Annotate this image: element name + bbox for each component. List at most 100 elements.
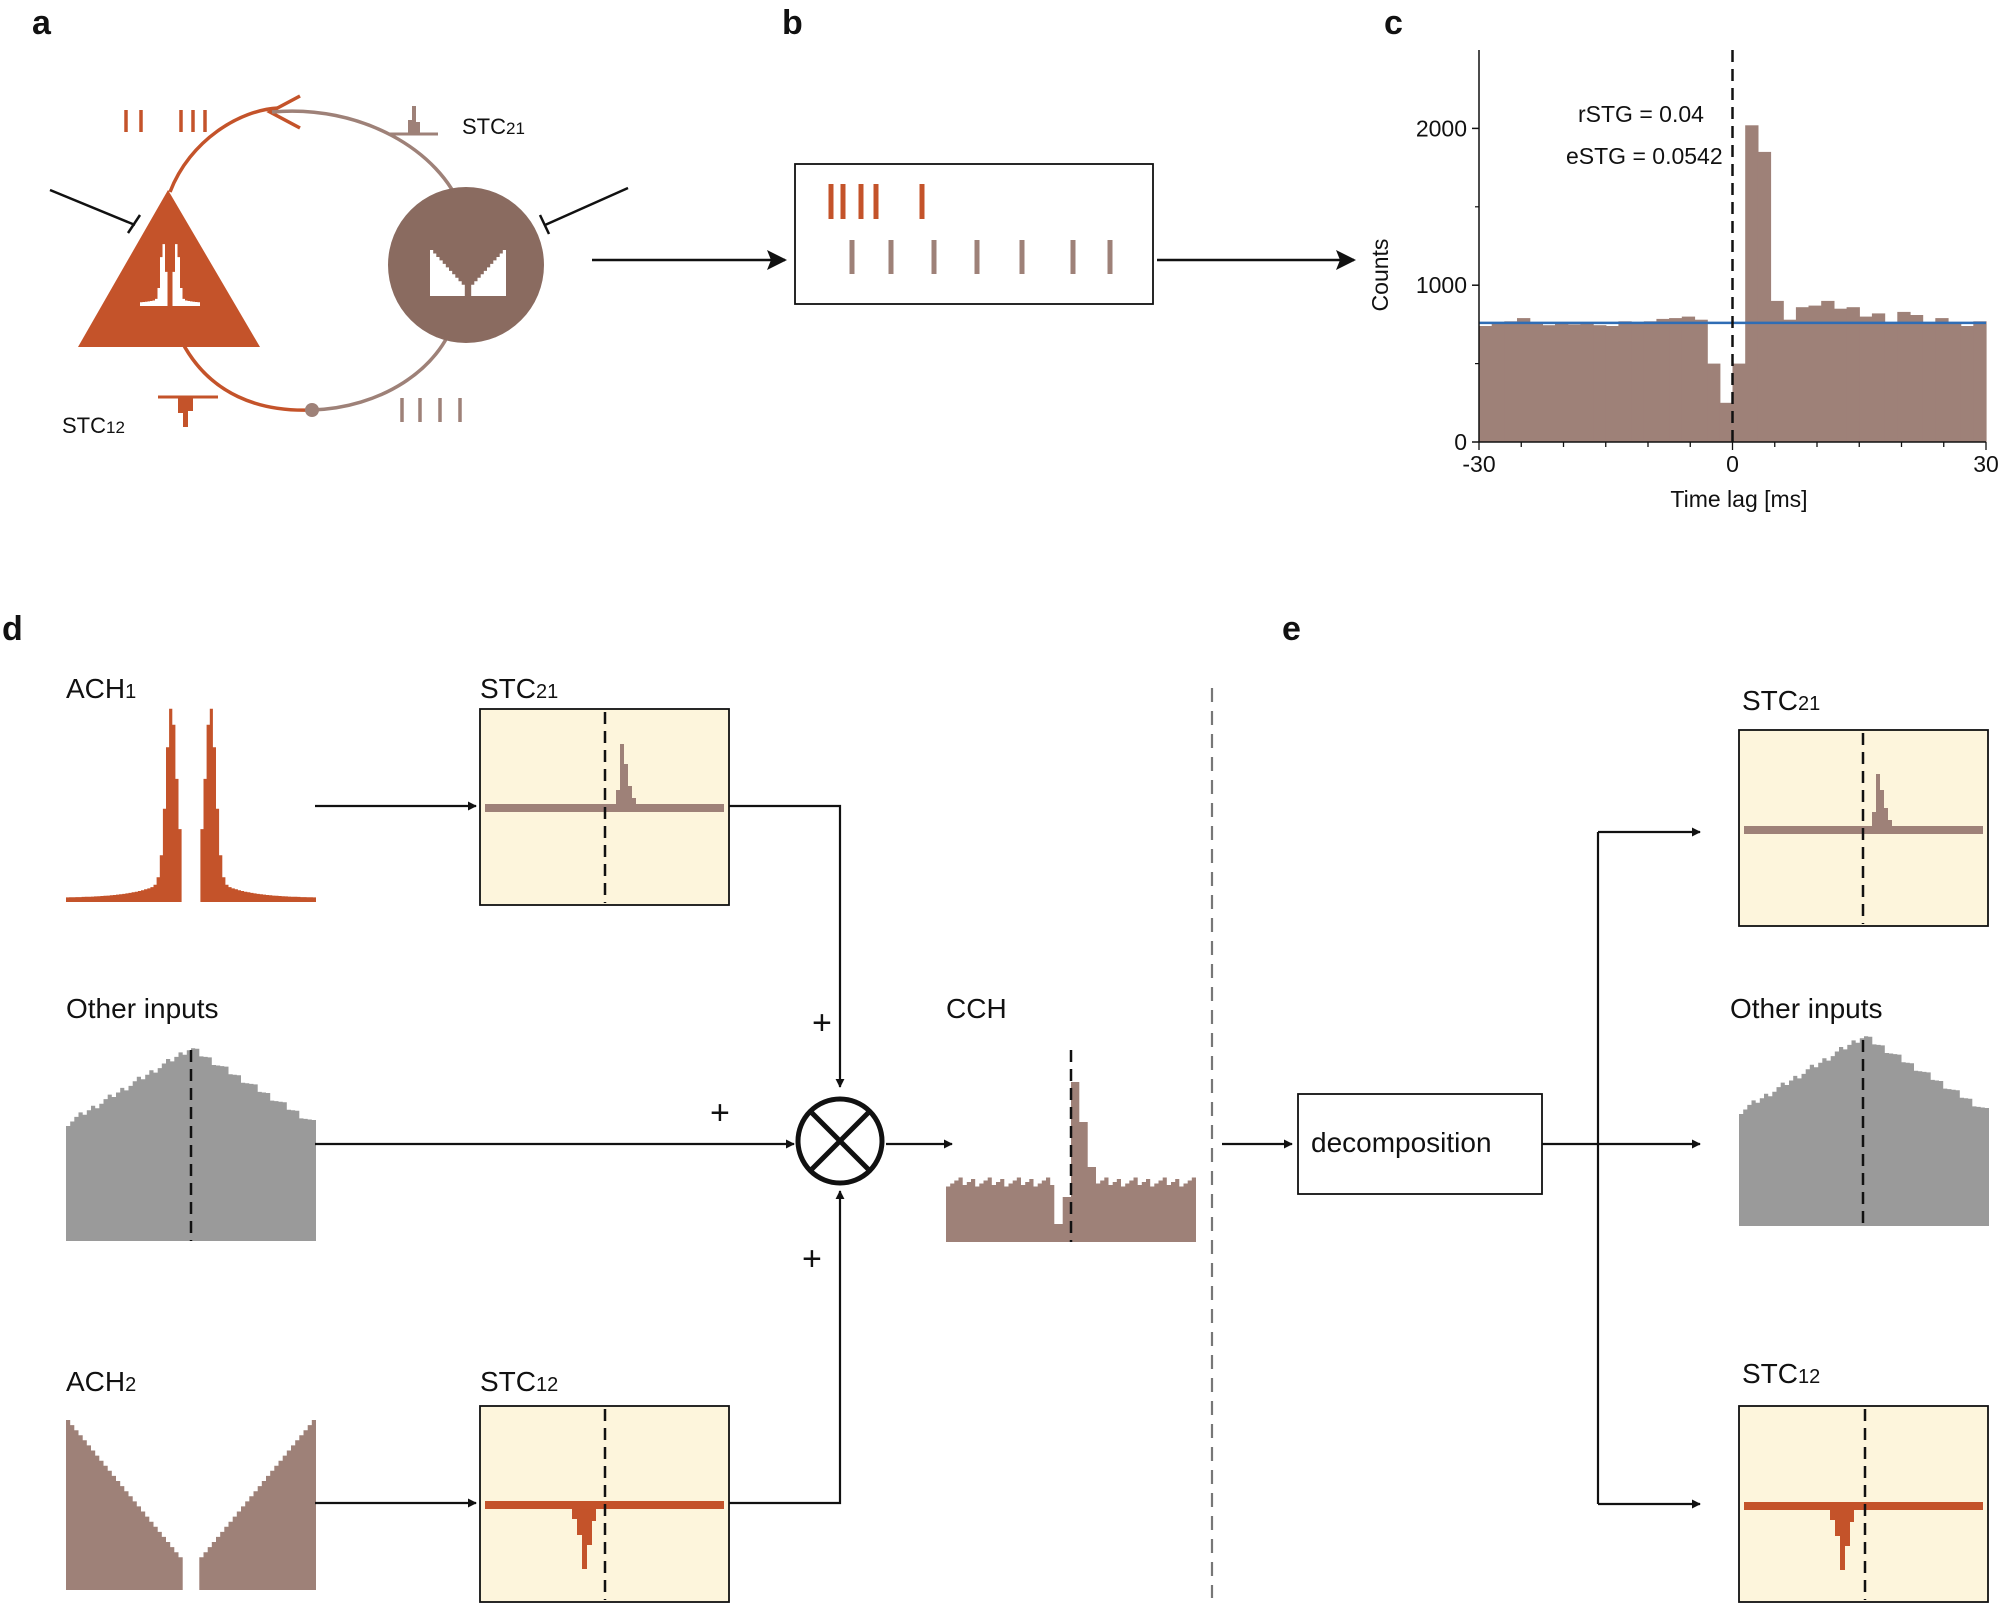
input-bar-left-icon <box>126 214 142 234</box>
cch-bar <box>1808 305 1822 442</box>
other-inputs-label-e: Other inputs <box>1730 993 1883 1024</box>
stc12-mini-icon <box>158 395 218 427</box>
x-axis-label: Time lag [ms] <box>1670 486 1807 512</box>
stc21-label-e: STC21 <box>1742 685 1820 716</box>
stc21-plot-d <box>479 708 730 906</box>
cch-bar <box>1491 322 1505 442</box>
stc21-label-d: STC21 <box>480 673 558 704</box>
spike-train-orange <box>124 110 207 132</box>
cch-bars <box>1479 125 1987 443</box>
cch-bar <box>1859 316 1873 442</box>
stc12-label-d: STC12 <box>480 1366 558 1397</box>
x-tick-label: 0 <box>1726 451 1739 477</box>
cch-bar <box>1884 322 1898 442</box>
cch-bar <box>1719 402 1734 442</box>
x-tick-label: 30 <box>1973 451 1998 477</box>
cch-bar <box>1833 308 1848 442</box>
spike-train-brown-b <box>849 240 1113 274</box>
cch-label: CCH <box>946 993 1007 1024</box>
annotation-estg: eSTG = 0.0542 <box>1566 143 1723 169</box>
cch-bar <box>1669 318 1683 442</box>
panel-b-spike-trains <box>794 163 1154 305</box>
y-tick-label: 0 <box>1454 429 1467 455</box>
plus-sign-top: + <box>812 1004 832 1042</box>
cch-bar <box>1973 321 1987 442</box>
cch-bar <box>1732 363 1746 442</box>
ach2-mini-histogram <box>430 250 506 296</box>
cch-bar <box>1504 321 1518 442</box>
cch-bar <box>1694 319 1708 442</box>
cch-bar <box>1605 326 1620 442</box>
histogram-shape <box>1739 1036 1989 1226</box>
panel-letter-a: a <box>32 4 52 42</box>
cch-bar <box>1948 322 1962 442</box>
other-inputs-label-d: Other inputs <box>66 993 219 1024</box>
input-bar-right-icon <box>538 214 551 235</box>
histogram-shape <box>66 708 316 902</box>
cch-bar <box>1770 300 1784 442</box>
y-axis-label: Counts <box>1367 239 1393 312</box>
cch-bar <box>1846 307 1860 442</box>
plus-sign-left: + <box>710 1094 730 1132</box>
histogram-shape <box>66 1048 316 1241</box>
stc21-plot-e <box>1738 729 1989 927</box>
stc12-plot-d <box>479 1405 730 1603</box>
cch-bar <box>1567 324 1581 442</box>
ach2-histogram <box>66 1420 316 1590</box>
panel-letter-c: c <box>1384 4 1403 42</box>
ach1-histogram <box>66 708 316 902</box>
cch-bar <box>1479 326 1493 442</box>
cch-bar <box>1643 321 1658 442</box>
x-tick-label: -30 <box>1462 451 1495 477</box>
decomposition-label: decomposition <box>1311 1127 1492 1158</box>
histogram-shape <box>430 250 506 296</box>
cch-bar <box>1517 318 1531 442</box>
stc21-mini-icon <box>388 106 438 136</box>
panel-a-circuit: STC21 STC12 <box>49 94 629 438</box>
cch-histogram-small <box>946 1050 1196 1242</box>
cch-bar <box>1757 151 1772 442</box>
stc12-label-e: STC12 <box>1742 1358 1820 1389</box>
inhibitory-synapse-icon <box>305 403 319 417</box>
cch-bar <box>1897 311 1911 442</box>
external-input-left <box>49 188 136 227</box>
arrow-stc12-to-sum <box>729 1190 845 1505</box>
other-inputs-histogram-e <box>1739 1036 1989 1226</box>
spike-train-box <box>794 163 1154 305</box>
histogram-shape <box>66 1420 316 1590</box>
y-tick-label: 1000 <box>1416 272 1467 298</box>
ach2-label: ACH2 <box>66 1366 136 1397</box>
annotation-rstg: rSTG = 0.04 <box>1578 101 1704 127</box>
panel-letter-d: d <box>2 610 23 648</box>
pyramidal-neuron-icon <box>78 190 260 347</box>
histogram-shape <box>946 1082 1196 1242</box>
cch-bar <box>1783 319 1797 442</box>
cch-bar <box>1656 318 1670 442</box>
summation-node-icon <box>795 1096 885 1186</box>
stc12-label-a: STC12 <box>62 413 125 438</box>
spike-train-orange-b <box>828 184 925 219</box>
cch-bar <box>1542 325 1556 442</box>
cch-bar <box>1935 318 1949 442</box>
y-tick-label: 2000 <box>1416 115 1467 141</box>
cch-bar <box>1631 322 1645 442</box>
axon-orange-top <box>168 106 279 193</box>
other-inputs-histogram <box>66 1048 316 1241</box>
interneuron-icon <box>388 187 544 343</box>
cch-bar <box>1681 316 1696 442</box>
cch-bar <box>1707 363 1721 442</box>
cch-bar <box>1871 313 1886 442</box>
stc21-label-a: STC21 <box>462 114 525 139</box>
cch-bar <box>1821 300 1835 442</box>
cch-bar <box>1593 325 1607 442</box>
panel-letter-b: b <box>782 4 803 42</box>
cch-bar <box>1745 125 1759 443</box>
external-input-right <box>544 186 629 227</box>
dendrite-orange-bottom <box>180 341 313 412</box>
cch-bar <box>1909 315 1924 442</box>
stc12-plot-e <box>1738 1405 1989 1603</box>
cch-bar <box>1960 326 1974 442</box>
